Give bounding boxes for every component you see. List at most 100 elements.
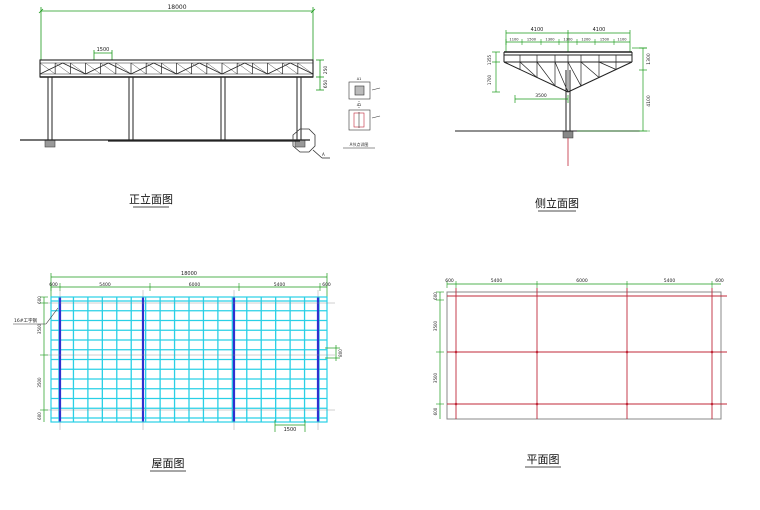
roof-plan-title: 屋面图 [152,457,185,470]
front-truss-diagonal [290,62,314,75]
front-truss-diagonal [130,62,154,75]
roof-purlin-grid [45,290,335,430]
side-truss-diagonal [567,61,582,87]
roof-overall-dim: 18000 [181,271,197,277]
floor-column-point [454,350,458,354]
node-detail [348,81,381,131]
side-truss-diagonal [536,61,556,87]
floor-left-dim-text: 600 [433,292,438,300]
floor-bay-dim-text: 5400 [491,278,503,284]
floor-bay-dim-text: 5400 [664,278,676,284]
node-detail-section-tag: A1 [357,103,362,107]
side-top-dimension [505,30,631,52]
front-truss-diagonal [62,62,86,75]
front-truss-diagonal [39,62,63,75]
front-truss-diagonal [176,62,200,75]
floor-left-dim-text: 3500 [433,372,438,383]
front-truss-diagonal [267,62,283,75]
front-truss-diagonal [55,62,71,75]
node-detail-caption: A节点详图 [350,141,369,147]
front-truss-diagonal [161,62,177,75]
front-truss-diagonal [191,62,207,75]
floor-column-point [535,402,539,406]
roof-left-dim-text: 3500 [37,323,42,334]
side-right-dimension [632,47,647,132]
floor-axis-grid [446,288,727,420]
front-truss-diagonal [267,62,291,75]
floor-outline [446,291,722,420]
side-truss-web [503,55,633,93]
floor-plan-title: 平面图 [527,453,560,466]
floor-left-dimensions: 600 3500 3500 600 [433,291,444,419]
side-right-dim-top: 1300 [646,53,652,65]
front-columns [47,77,302,140]
side-elevation-title: 侧立面图 [535,196,579,210]
front-truss-diagonal [70,62,86,75]
front-truss-diagonal [146,62,162,75]
front-truss-diagonal [297,62,314,75]
side-sub-dim-text: 1500 [600,38,610,42]
side-truss-diagonal [598,61,617,70]
front-truss-diagonal [244,62,268,75]
side-footing [562,130,574,139]
front-truss-diagonal [282,62,298,75]
front-truss-diagonal [176,62,192,75]
floor-left-dim-text: 600 [433,407,438,415]
front-panel-dim-text: 1500 [97,47,110,53]
roof-purlin-dimension [274,420,306,432]
roof-bay-dim-text: 5400 [99,282,111,288]
side-bottom-dimension [514,95,569,103]
floor-column-point [625,402,629,406]
side-sub-dim-text: 1300 [563,38,573,42]
side-truss-diagonal [519,61,538,78]
detail-callout-tag: A [322,152,325,157]
floor-column-point [710,350,714,354]
front-truss-diagonal [100,62,116,75]
side-sub-dim-text: 1100 [617,38,627,42]
roof-left-dim-text: 3500 [37,377,42,388]
roof-overall-dimension [50,273,328,297]
side-bottom-dim: 3500 [535,93,547,99]
floor-bay-dim-text: 600 [445,278,454,284]
front-overall-dim-text: 18000 [167,4,186,11]
roof-bay-dim-text: 600 [322,282,331,288]
roof-right-dim: 800 [338,349,343,357]
front-truss-diagonal [221,62,238,75]
front-truss-diagonal [153,62,177,75]
roof-purlin-dim: 1500 [284,427,297,433]
roof-outline [50,296,328,423]
front-truss-diagonal [85,62,101,75]
side-sub-dim-text: 1500 [527,38,537,42]
roof-left-dim-text: 600 [37,296,42,304]
front-truss-diagonal [39,62,56,75]
front-right-dim-2: 650 [323,80,329,89]
front-truss-diagonal [206,62,223,75]
front-truss-diagonal [252,62,268,75]
side-sub-dim-text: 1100 [509,38,519,42]
front-panel-dimension [93,50,113,60]
front-truss-diagonal [237,62,253,75]
floor-left-dim-text: 3500 [433,320,438,331]
side-top-dim-left: 4100 [531,27,544,33]
floor-column-point [625,350,629,354]
side-right-dim-height: 4100 [646,95,652,107]
detail-callout [292,128,330,159]
side-truss-diagonal [503,61,521,70]
floor-column-point [454,402,458,406]
side-left-dim-2: 1700 [487,74,492,85]
front-truss-web [39,62,314,75]
roof-member-label: 16#工字钢 [14,317,37,324]
node-detail-plan-tag: A1 [357,77,362,81]
side-truss-diagonal [580,61,600,78]
front-elevation-title: 正立面图 [129,192,173,206]
front-truss-diagonal [85,62,109,75]
front-truss-diagonal [221,62,245,75]
roof-right-dimension [325,345,340,361]
floor-column-point [710,402,714,406]
